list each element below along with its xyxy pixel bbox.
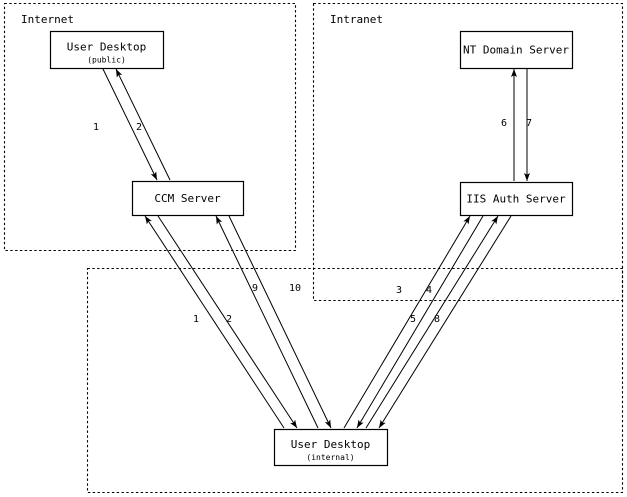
zone-intranet: Intranet xyxy=(312,2,624,302)
node-user-desktop-internal[interactable]: User Desktop (internal) xyxy=(273,428,389,467)
zone-boundary-internet xyxy=(3,2,297,252)
edge-e5-user-desktop-internal-to-iis-auth-server xyxy=(365,215,499,429)
node-box-user-desktop-internal[interactable] xyxy=(273,428,389,467)
zone-internet: Internet xyxy=(3,2,297,252)
nodes-layer: User Desktop (public) CCM Server NT Domain … xyxy=(49,30,574,467)
node-title-user-desktop-internal: User Desktop xyxy=(291,438,370,451)
node-nt-domain-server[interactable]: NT Domain Server xyxy=(459,30,574,70)
edges-layer xyxy=(102,68,530,429)
edge-e2b-ccm-server-to-user-desktop-internal xyxy=(157,215,298,429)
node-subtitle-user-desktop-public: (public) xyxy=(87,56,126,65)
edge-label-e1: 1 xyxy=(93,122,99,133)
edge-label-e4: 4 xyxy=(426,285,432,296)
node-user-desktop-public[interactable]: User Desktop (public) xyxy=(49,30,165,70)
edge-label-e2b: 2 xyxy=(226,314,232,325)
node-title-ccm-server: CCM Server xyxy=(154,192,221,205)
edge-label-e8: 8 xyxy=(434,314,440,325)
node-iis-auth-server[interactable]: IIS Auth Server xyxy=(459,181,574,217)
edge-e3-user-desktop-internal-to-iis-auth-server xyxy=(343,215,471,429)
node-subtitle-user-desktop-internal: (internal) xyxy=(306,453,354,462)
edge-e10-ccm-server-to-user-desktop-internal xyxy=(228,215,332,429)
edge-e4-iis-auth-server-to-user-desktop-internal xyxy=(356,215,484,429)
node-box-user-desktop-public[interactable] xyxy=(49,30,165,70)
edge-label-e3: 3 xyxy=(396,285,402,296)
node-box-iis-auth-server[interactable] xyxy=(459,181,574,217)
node-box-ccm-server[interactable] xyxy=(131,180,245,217)
zone-label-intranet: Intranet xyxy=(330,13,383,26)
node-box-nt-domain-server[interactable] xyxy=(459,30,574,70)
edge-e9-user-desktop-internal-to-ccm-server xyxy=(215,215,319,429)
zone-label-internet: Internet xyxy=(21,13,74,26)
edge-label-e2: 2 xyxy=(136,122,142,133)
node-title-nt-domain-server: NT Domain Server xyxy=(463,44,569,57)
edge-label-e1b: 1 xyxy=(193,314,199,325)
zone-boundary-intranet xyxy=(312,2,624,302)
node-title-iis-auth-server: IIS Auth Server xyxy=(466,193,566,206)
edge-label-e6: 6 xyxy=(501,118,507,129)
edge-label-e5: 5 xyxy=(410,314,416,325)
node-title-user-desktop-public: User Desktop xyxy=(67,41,146,54)
edge-e1-user-desktop-public-to-ccm-server xyxy=(102,68,158,181)
edge-e1b-user-desktop-internal-to-ccm-server xyxy=(144,215,285,429)
edge-e8-iis-auth-server-to-user-desktop-internal xyxy=(378,215,512,429)
node-ccm-server[interactable]: CCM Server xyxy=(131,180,245,217)
edge-label-e10: 10 xyxy=(289,283,301,294)
zones-layer: Internet Intranet xyxy=(3,2,624,494)
edge-label-e9: 9 xyxy=(252,283,258,294)
edge-e2-ccm-server-to-user-desktop-public xyxy=(115,68,171,181)
edge-label-e7: 7 xyxy=(526,118,532,129)
edge-labels-layer: 1 2 1 2 9 10 3 4 5 8 6 7 xyxy=(93,118,532,325)
